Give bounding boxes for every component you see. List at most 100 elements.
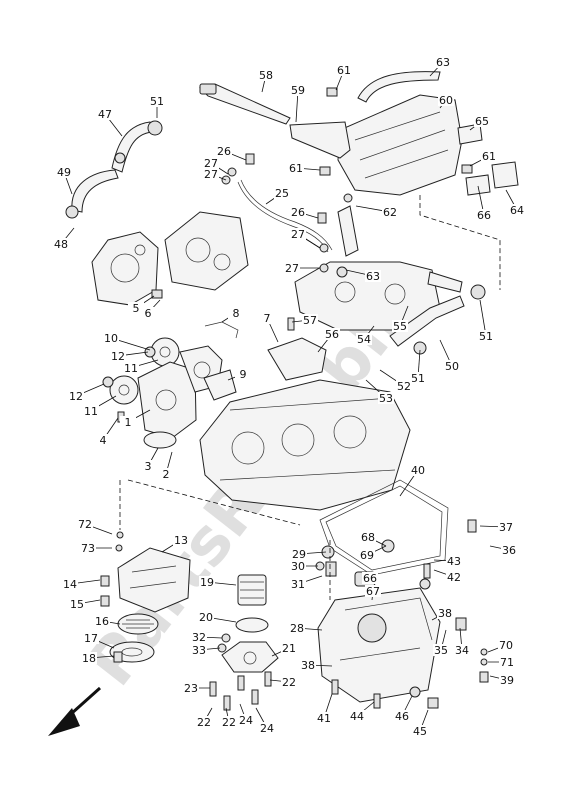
callout-bg xyxy=(498,521,514,533)
callout-bg xyxy=(290,206,306,218)
callout-51: 51 xyxy=(150,95,164,108)
callout-bg xyxy=(433,644,449,656)
callout-62: 62 xyxy=(383,206,397,219)
callout-27: 27 xyxy=(291,228,305,241)
callout-12: 12 xyxy=(111,350,125,363)
callout-38: 38 xyxy=(438,607,452,620)
callout-21: 21 xyxy=(282,642,296,655)
callout-bg xyxy=(359,549,375,561)
lower-crankcase xyxy=(199,379,411,511)
callout-bg xyxy=(83,405,99,417)
callout-bg xyxy=(95,434,111,446)
callout-55: 55 xyxy=(393,320,407,333)
bolts-and-fittings xyxy=(100,87,489,711)
callout-bg xyxy=(478,330,494,342)
callout-bg xyxy=(259,312,275,324)
callout-2: 2 xyxy=(163,468,170,481)
callout-bg xyxy=(221,716,237,728)
callout-46: 46 xyxy=(395,710,409,723)
callout-bg xyxy=(123,362,139,374)
callout-bg xyxy=(501,544,517,556)
callout-bg xyxy=(81,652,97,664)
callout-bg xyxy=(140,460,156,472)
callout-bg xyxy=(454,644,470,656)
oil-pump-body xyxy=(137,345,223,439)
callout-bg xyxy=(499,656,515,668)
assembly-guide-lines xyxy=(119,195,501,600)
callout-bg xyxy=(446,555,462,567)
callout-bg xyxy=(392,320,408,332)
callout-19: 19 xyxy=(200,576,214,589)
callout-27: 27 xyxy=(204,168,218,181)
callout-bg xyxy=(281,642,297,654)
callout-54: 54 xyxy=(357,333,371,346)
oil-pump-gear-11-lower xyxy=(102,375,139,405)
oil-pipe-56 xyxy=(267,337,327,381)
callout-58: 58 xyxy=(259,69,273,82)
callout-22: 22 xyxy=(197,716,211,729)
oil-pan xyxy=(317,587,441,703)
front-direction-arrow xyxy=(48,686,102,736)
callout-37: 37 xyxy=(499,521,513,534)
callout-5: 5 xyxy=(133,302,140,315)
callout-bg xyxy=(258,69,274,81)
dipstick-58 xyxy=(199,83,291,125)
callout-15: 15 xyxy=(70,598,84,611)
callout-61: 61 xyxy=(482,150,496,163)
callout-bg xyxy=(110,350,126,362)
callout-26: 26 xyxy=(291,206,305,219)
callout-10: 10 xyxy=(104,332,118,345)
callout-bg xyxy=(412,725,428,737)
callout-12: 12 xyxy=(69,390,83,403)
callout-bg xyxy=(198,611,214,623)
callout-bg xyxy=(228,307,244,319)
callout-27: 27 xyxy=(285,262,299,275)
callout-25: 25 xyxy=(275,187,289,200)
oil-pump-housing-13 xyxy=(117,547,191,613)
callout-14: 14 xyxy=(63,578,77,591)
callout-bg xyxy=(56,166,72,178)
callout-bg xyxy=(77,518,93,530)
callout-bg xyxy=(238,714,254,726)
callout-18: 18 xyxy=(82,652,96,665)
callout-bg xyxy=(290,84,306,96)
callout-bg xyxy=(365,270,381,282)
oil-pipe-25 xyxy=(237,179,333,253)
callout-bg xyxy=(69,598,85,610)
callout-bg xyxy=(288,162,304,174)
callout-69: 69 xyxy=(360,549,374,562)
valve-cover xyxy=(289,94,463,196)
callout-bg xyxy=(410,372,426,384)
callout-bg xyxy=(437,607,453,619)
callout-26: 26 xyxy=(217,145,231,158)
callout-73: 73 xyxy=(81,542,95,555)
callout-47: 47 xyxy=(98,108,112,121)
callout-bg xyxy=(120,416,136,428)
callout-bg xyxy=(199,576,215,588)
callout-bg xyxy=(173,534,189,546)
callout-bg xyxy=(509,204,525,216)
callout-45: 45 xyxy=(413,725,427,738)
callout-bg xyxy=(196,716,212,728)
callout-61: 61 xyxy=(289,162,303,175)
callout-8: 8 xyxy=(233,307,240,320)
callout-bg xyxy=(149,95,165,107)
callout-44: 44 xyxy=(350,710,364,723)
callout-17: 17 xyxy=(84,632,98,645)
left-crankcase-cover-48 xyxy=(91,231,159,306)
callout-27: 27 xyxy=(204,157,218,170)
callout-bg xyxy=(158,468,174,480)
cylinder-head xyxy=(164,211,249,291)
callout-3: 3 xyxy=(145,460,152,473)
callout-bg xyxy=(235,368,251,380)
callout-9: 9 xyxy=(240,368,247,381)
callout-11: 11 xyxy=(84,405,98,418)
oil-hose-62 xyxy=(337,205,359,257)
oil-pump-cover-9 xyxy=(203,369,237,401)
callout-36: 36 xyxy=(502,544,516,557)
callout-bg xyxy=(183,682,199,694)
callout-bg xyxy=(191,631,207,643)
callout-24: 24 xyxy=(260,722,274,735)
callout-6: 6 xyxy=(145,307,152,320)
callout-33: 33 xyxy=(192,644,206,657)
